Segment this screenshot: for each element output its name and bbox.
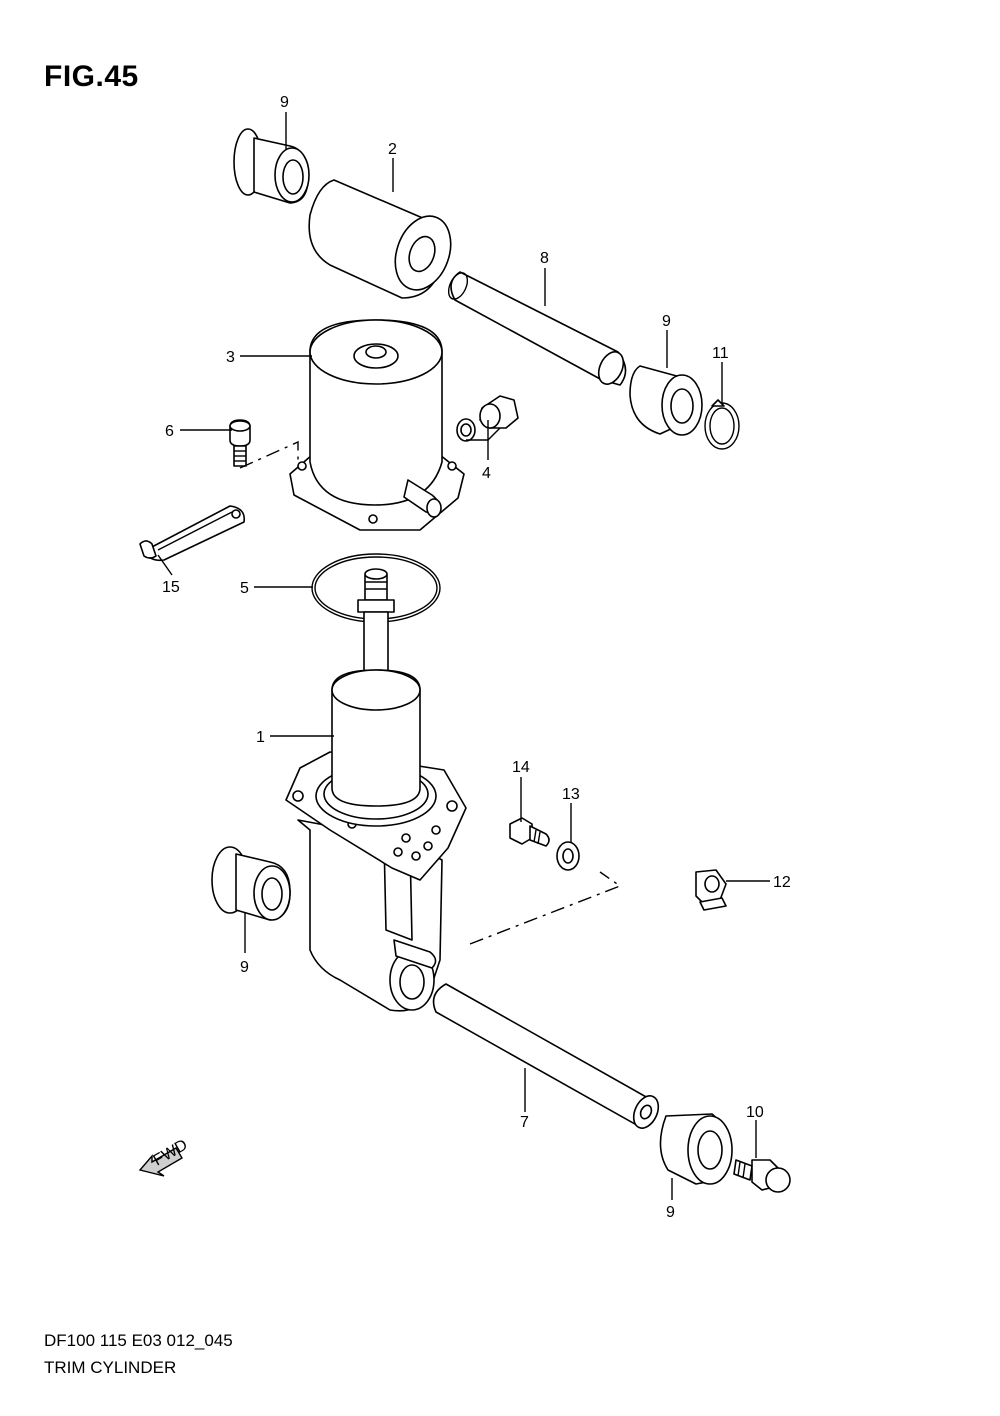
callout-8: 8 <box>540 250 549 267</box>
callout-2: 2 <box>388 141 397 158</box>
part-8-pin <box>447 271 627 386</box>
part-4-fitting <box>456 395 519 442</box>
callout-14: 14 <box>512 759 530 776</box>
part-15-strap <box>139 505 246 562</box>
callout-13: 13 <box>562 786 580 803</box>
part-9-bushing-lower-right <box>659 1113 733 1185</box>
figure-title: FIG.45 <box>44 60 139 93</box>
callout-3: 3 <box>226 349 235 366</box>
callout-12: 12 <box>773 874 791 891</box>
part-7-pin <box>432 983 660 1129</box>
part-9-bushing-lower-left <box>211 846 291 921</box>
part-14-bolt <box>509 817 550 847</box>
fwd-direction-arrow: FWD <box>138 1137 191 1177</box>
callout-6: 6 <box>165 423 174 440</box>
part-13-washer <box>556 841 580 871</box>
callout-9: 9 <box>666 1204 675 1221</box>
leader-lines <box>157 112 770 1200</box>
part-9-bushing-right <box>629 365 703 436</box>
callout-11: 11 <box>712 345 729 362</box>
callout-1: 1 <box>256 729 265 746</box>
callout-15: 15 <box>162 579 180 596</box>
assembly-lines <box>239 440 622 945</box>
part-2-sleeve <box>308 179 452 299</box>
part-6-screw <box>229 419 251 467</box>
callout-10: 10 <box>746 1104 764 1121</box>
callout-7: 7 <box>520 1114 529 1131</box>
figure-name: TRIM CYLINDER <box>44 1358 177 1377</box>
part-1-trim-cylinder <box>285 568 467 1012</box>
part-12-clip <box>695 869 727 911</box>
part-11-circlip <box>704 399 740 450</box>
callout-5: 5 <box>240 580 249 597</box>
callout-9: 9 <box>240 959 249 976</box>
part-3-reservoir <box>289 319 465 531</box>
callout-9: 9 <box>280 94 289 111</box>
callout-4: 4 <box>482 465 491 482</box>
part-9-bushing-top-left <box>233 128 310 204</box>
figure-code: DF100 115 E03 012_045 <box>44 1331 233 1350</box>
callout-9: 9 <box>662 313 671 330</box>
part-10-bolt <box>733 1159 791 1193</box>
callout-labels: 9 2 8 9 11 3 6 4 15 5 1 14 13 12 9 7 10 … <box>162 94 791 1221</box>
